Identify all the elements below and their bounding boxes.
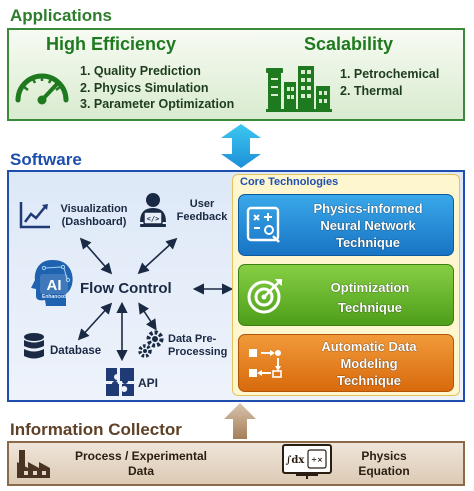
visualization-label: Visualization (Dashboard): [60, 203, 128, 228]
software-title: Software: [10, 150, 82, 169]
line-chart-icon: [19, 202, 50, 229]
gauge-icon: [15, 73, 69, 105]
core-technologies-title: Core Technologies: [240, 176, 339, 188]
list-item: 2. Physics Simulation: [80, 80, 209, 95]
applications-box: [7, 28, 465, 121]
double-arrow-icon: [221, 124, 261, 168]
scalability-list: 1. Petrochemical 2. Thermal: [340, 66, 439, 99]
svg-text:÷×: ÷×: [311, 456, 323, 464]
puzzle-api-icon: [106, 368, 134, 396]
equation-board-icon: ∫dx ÷×: [282, 444, 332, 479]
list-item: 1. Petrochemical: [340, 67, 440, 81]
up-arrow-icon: [224, 403, 256, 439]
data-preprocessing-label: Data Pre- Processing: [168, 333, 228, 358]
gears-icon: [138, 330, 164, 358]
high-efficiency-heading: High Efficiency: [46, 34, 177, 54]
ai-head-icon: AI Enhanced: [31, 260, 73, 306]
information-collector-box: [7, 441, 465, 486]
automatic-data-modeling-card: Automatic Data Modeling Technique: [238, 334, 454, 392]
high-efficiency-list: 1. Quality Prediction 2. Physics Simulat…: [80, 63, 234, 113]
automatic-data-modeling-label: Automatic Data Modeling Technique: [321, 339, 417, 388]
factory-icon: [17, 450, 50, 478]
information-collector-title: Information Collector: [10, 420, 182, 439]
list-item: 2. Thermal: [340, 83, 403, 98]
target-icon: [247, 279, 282, 314]
list-item: 3. Parameter Optimization: [80, 97, 235, 111]
user-laptop-icon: </>: [140, 193, 166, 227]
svg-text:∫dx: ∫dx: [286, 455, 306, 466]
applications-title: Applications: [10, 6, 113, 25]
svg-text:</>: </>: [147, 215, 160, 223]
process-data-label: Process / Experimental Data: [74, 449, 208, 478]
database-label: Database: [50, 345, 102, 357]
pinn-technique-label: Physics-informed Neural Network Techniqu…: [313, 201, 423, 250]
optimization-technique-label: Optimization Technique: [330, 280, 410, 315]
factory-buildings-icon: [266, 66, 332, 112]
formula-board-icon: [246, 206, 280, 243]
database-icon: [24, 333, 44, 359]
user-feedback-label: User Feedback: [176, 198, 228, 223]
optimization-technique-card: Optimization Technique: [238, 264, 454, 326]
scalability-heading: Scalability: [304, 34, 394, 54]
api-label: API: [138, 376, 159, 390]
list-item: 1. Quality Prediction: [80, 64, 201, 78]
flowchart-icon: [249, 349, 282, 378]
physics-equation-label: Physics Equation: [358, 449, 410, 478]
ai-sub-label: Enhanced: [42, 294, 66, 300]
ai-badge: AI: [47, 277, 62, 294]
flow-control-label: Flow Control: [80, 280, 172, 297]
pinn-technique-card: Physics-informed Neural Network Techniqu…: [238, 194, 454, 256]
